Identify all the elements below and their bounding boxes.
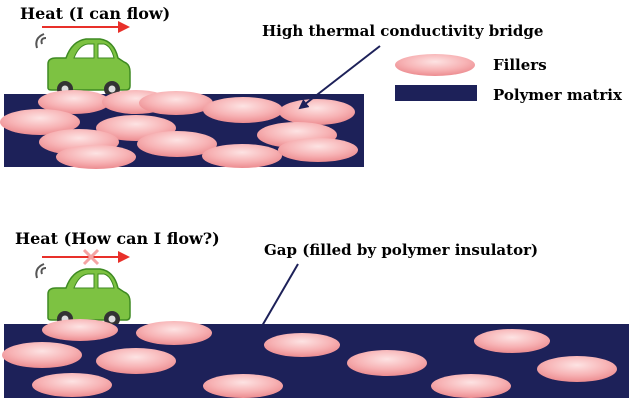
filler [431, 374, 511, 398]
filler [474, 329, 550, 353]
filler [38, 90, 110, 114]
legend-filler-swatch [395, 54, 475, 76]
filler [137, 131, 217, 157]
filler [264, 333, 340, 357]
filler [139, 91, 213, 115]
bridge-label: High thermal conductivity bridge [262, 22, 543, 40]
heat-arrow-icon [42, 251, 130, 263]
filler [347, 350, 427, 376]
car-icon [35, 263, 131, 327]
filler [202, 144, 282, 168]
filler [278, 138, 358, 162]
top-fillers [0, 90, 358, 169]
filler [0, 109, 80, 135]
filler [136, 321, 212, 345]
filler [279, 99, 355, 125]
bottom-fillers [2, 319, 617, 398]
filler [203, 374, 283, 398]
filler [32, 373, 112, 397]
filler [203, 97, 283, 123]
heat-arrow-icon [42, 21, 130, 33]
filler [2, 342, 82, 368]
pointer-arrow-icon [298, 45, 381, 110]
blocked-x-icon [82, 248, 100, 266]
filler [42, 319, 118, 341]
car-icon [35, 33, 131, 97]
gap-pointer-line [261, 263, 299, 327]
legend-fillers-label: Fillers [493, 56, 547, 74]
bottom-heat-label: Heat (How can I flow?) [15, 229, 220, 248]
legend: Fillers Polymer matrix [395, 54, 623, 104]
filler [537, 356, 617, 382]
legend-matrix-label: Polymer matrix [493, 86, 623, 104]
top-heat-label: Heat (I can flow) [20, 4, 170, 23]
filler [96, 348, 176, 374]
gap-label: Gap (filled by polymer insulator) [264, 241, 538, 259]
filler [56, 145, 136, 169]
legend-matrix-swatch [395, 85, 477, 101]
